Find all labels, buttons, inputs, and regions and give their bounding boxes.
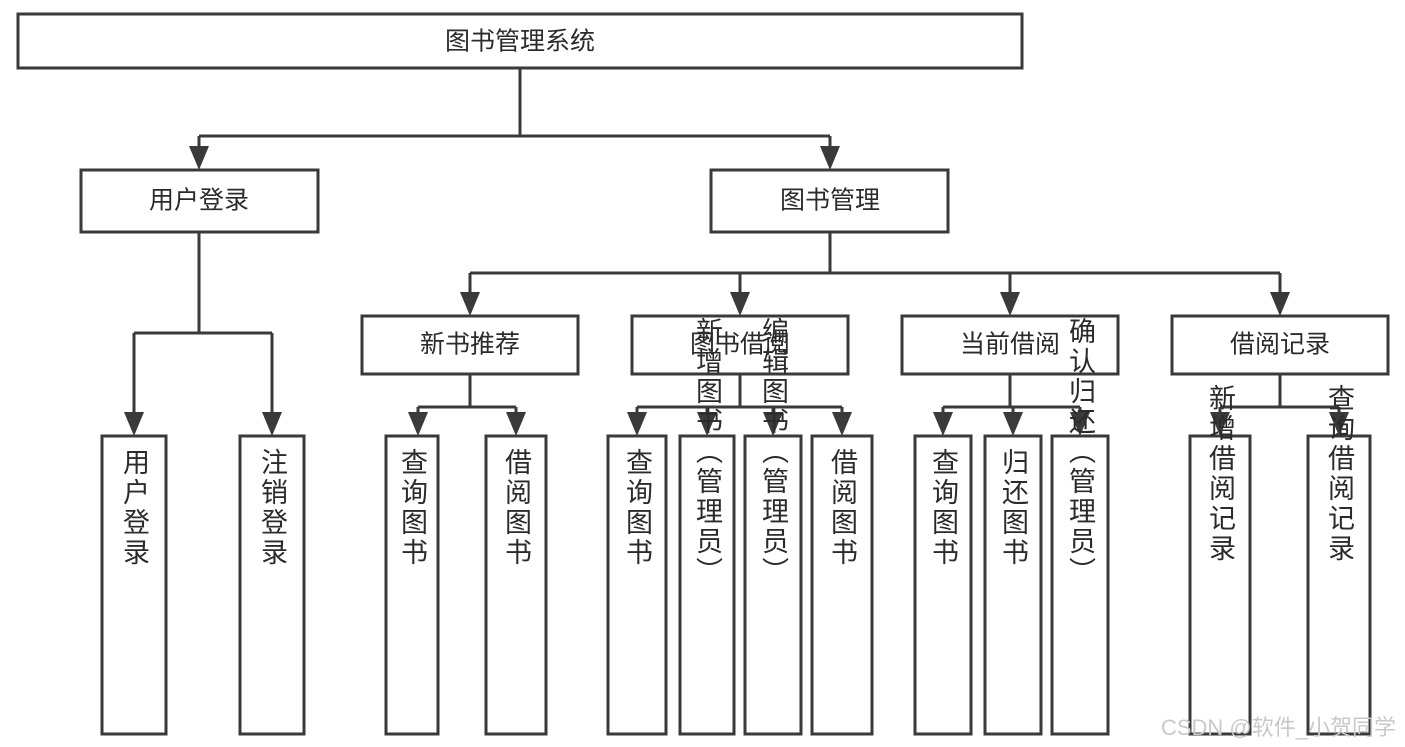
leaf-add-borrow-record-box[interactable]	[1188, 434, 1252, 736]
node-root-system[interactable]: 图书管理系统	[16, 12, 1024, 70]
arrow-head-borrow-leaf-1	[627, 412, 647, 436]
arrow-head-login-leaf-1	[124, 412, 144, 436]
leaf-return-book[interactable]: 归还图书	[983, 434, 1043, 736]
leaf-query-book-current-box[interactable]	[913, 434, 973, 736]
arrow-head-current-leaf-1	[933, 412, 953, 436]
leaf-confirm-return-admin-box[interactable]	[1050, 434, 1110, 736]
node-new-book-recommend-label: 新书推荐	[420, 331, 520, 359]
leaf-query-book-recommend-label: 查询图书	[397, 448, 428, 568]
csdn-watermark: CSDN @软件_小贺同学	[1161, 715, 1396, 740]
node-new-book-recommend[interactable]: 新书推荐	[360, 314, 580, 376]
leaf-borrow-book-label: 借阅图书	[827, 448, 858, 568]
leaf-query-book-borrow-box[interactable]	[606, 434, 668, 736]
leaf-query-borrow-record-box[interactable]	[1306, 434, 1372, 736]
leaf-query-borrow-record[interactable]: 查询借阅记录	[1306, 384, 1372, 736]
node-borrow-record-label: 借阅记录	[1230, 331, 1330, 359]
node-current-borrow[interactable]: 当前借阅	[900, 314, 1120, 376]
arrow-head-borrow-leaf-4	[832, 412, 852, 436]
leaf-logout[interactable]: 注销登录	[238, 434, 306, 736]
arrow-head-current-leaf-3	[1070, 412, 1090, 436]
node-book-management-box[interactable]	[709, 168, 950, 234]
leaf-borrow-book-recommend-label: 借阅图书	[501, 448, 532, 568]
node-root-label: 图书管理系统	[445, 28, 595, 56]
leaf-borrow-book-recommend-box[interactable]	[484, 434, 548, 736]
leaf-user-login-label: 用户登录	[119, 448, 150, 568]
leaf-query-book-borrow[interactable]: 查询图书	[606, 434, 668, 736]
arrow-head-to-login	[189, 146, 209, 170]
leaf-logout-label: 注销登录	[257, 448, 288, 568]
arrow-head-current	[1000, 292, 1020, 316]
connector-layer	[124, 68, 1349, 436]
arrow-head-newbook-leaf-2	[506, 412, 526, 436]
node-user-login-label: 用户登录	[149, 187, 249, 215]
leaf-query-borrow-record-label: 查询借阅记录	[1324, 384, 1355, 564]
leaf-edit-book-admin-box[interactable]	[743, 434, 803, 736]
leaf-query-book-current-label: 查询图书	[928, 448, 959, 568]
arrow-head-record-leaf-1	[1210, 412, 1230, 436]
leaf-confirm-return-admin[interactable]: 确认归还（管理员）	[1050, 317, 1110, 736]
node-book-management[interactable]: 图书管理	[709, 168, 950, 234]
node-book-management-label: 图书管理	[780, 187, 880, 215]
arrow-head-borrow	[730, 292, 750, 316]
node-user-login[interactable]: 用户登录	[79, 168, 320, 234]
node-new-book-recommend-box[interactable]	[360, 314, 580, 376]
leaf-add-borrow-record-label: 新增借阅记录	[1205, 384, 1236, 564]
leaf-return-book-box[interactable]	[983, 434, 1043, 736]
arrow-head-login-leaf-2	[262, 412, 282, 436]
leaf-confirm-return-admin-label: 确认归还（管理员）	[1065, 317, 1096, 587]
leaf-return-book-label: 归还图书	[998, 448, 1029, 568]
node-book-borrow-box[interactable]	[630, 314, 850, 376]
arrow-head-borrow-leaf-2	[697, 412, 717, 436]
arrow-head-record	[1270, 292, 1290, 316]
leaf-user-login[interactable]: 用户登录	[100, 434, 168, 736]
arrow-head-record-leaf-2	[1329, 412, 1349, 436]
node-root-box[interactable]	[16, 12, 1024, 70]
leaf-borrow-book[interactable]: 借阅图书	[810, 434, 874, 736]
arrow-head-to-bookmgmt	[820, 146, 840, 170]
node-user-login-box[interactable]	[79, 168, 320, 234]
node-book-borrow-label: 图书借阅	[690, 331, 790, 359]
node-book-borrow[interactable]: 图书借阅	[630, 314, 850, 376]
leaf-add-book-admin[interactable]: 新增图书（管理员）	[678, 317, 736, 736]
leaf-query-book-borrow-label: 查询图书	[622, 448, 653, 568]
leaf-query-book-recommend[interactable]: 查询图书	[384, 434, 440, 736]
arrow-head-newbook	[460, 292, 480, 316]
leaf-add-borrow-record[interactable]: 新增借阅记录	[1188, 384, 1252, 736]
leaf-edit-book-admin[interactable]: 编辑图书（管理员）	[743, 317, 803, 736]
node-current-borrow-label: 当前借阅	[960, 331, 1060, 359]
node-borrow-record-box[interactable]	[1170, 314, 1390, 376]
node-current-borrow-box[interactable]	[900, 314, 1120, 376]
leaf-query-book-current[interactable]: 查询图书	[913, 434, 973, 736]
leaf-add-book-admin-box[interactable]	[678, 434, 736, 736]
leaf-borrow-book-box[interactable]	[810, 434, 874, 736]
leaf-logout-box[interactable]	[238, 434, 306, 736]
leaf-user-login-box[interactable]	[100, 434, 168, 736]
leaf-borrow-book-recommend[interactable]: 借阅图书	[484, 434, 548, 736]
leaf-edit-book-admin-label: 编辑图书（管理员）	[758, 317, 789, 587]
arrow-head-newbook-leaf-1	[408, 412, 428, 436]
leaf-query-book-recommend-box[interactable]	[384, 434, 440, 736]
arrow-head-borrow-leaf-3	[763, 412, 783, 436]
node-borrow-record[interactable]: 借阅记录	[1170, 314, 1390, 376]
arrow-head-current-leaf-2	[1003, 412, 1023, 436]
leaf-add-book-admin-label: 新增图书（管理员）	[692, 317, 723, 587]
